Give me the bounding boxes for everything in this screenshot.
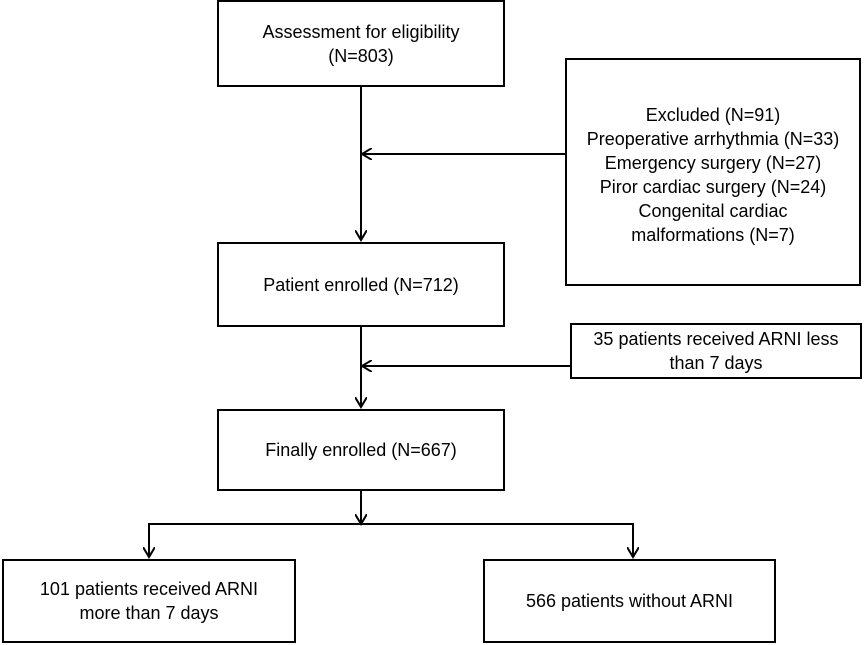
- excluded-arrhythmia: Preoperative arrhythmia (N=33): [586, 129, 840, 149]
- arni-group-box: 101 patients received ARNI more than 7 d…: [2, 559, 296, 643]
- final-label: Finally enrolled (N=667): [265, 440, 457, 460]
- assessment-label: Assessment for eligibility: [262, 21, 460, 42]
- enrolled-label: Patient enrolled (N=712): [263, 274, 459, 295]
- short-arni-box: 35 patients received ARNI less than 7 da…: [570, 323, 862, 379]
- excluded-box: Excluded (N=91) Preoperative arrhythmia …: [565, 58, 861, 286]
- excluded-prior-surgery: Piror cardiac surgery (N=24): [599, 177, 827, 197]
- arni-group-line2: more than 7 days: [79, 603, 219, 623]
- assessment-count: (N=803): [328, 45, 394, 66]
- assessment-box: Assessment for eligibility (N=803): [217, 0, 505, 87]
- excluded-total: Excluded (N=91): [645, 105, 781, 125]
- no-arni-group-box: 566 patients without ARNI: [483, 559, 776, 643]
- arni-group-line1: 101 patients received ARNI: [39, 579, 259, 599]
- enrolled-box: Patient enrolled (N=712): [217, 242, 505, 327]
- short-arni-line1: 35 patients received ARNI less: [593, 329, 839, 349]
- final-box: Finally enrolled (N=667): [217, 409, 505, 491]
- no-arni-group-label: 566 patients without ARNI: [525, 591, 734, 611]
- excluded-congenital-line1: Congenital cardiac: [638, 201, 788, 221]
- short-arni-line2: than 7 days: [669, 353, 763, 373]
- excluded-congenital-line2: malformations (N=7): [631, 225, 795, 245]
- excluded-emergency: Emergency surgery (N=27): [604, 153, 822, 173]
